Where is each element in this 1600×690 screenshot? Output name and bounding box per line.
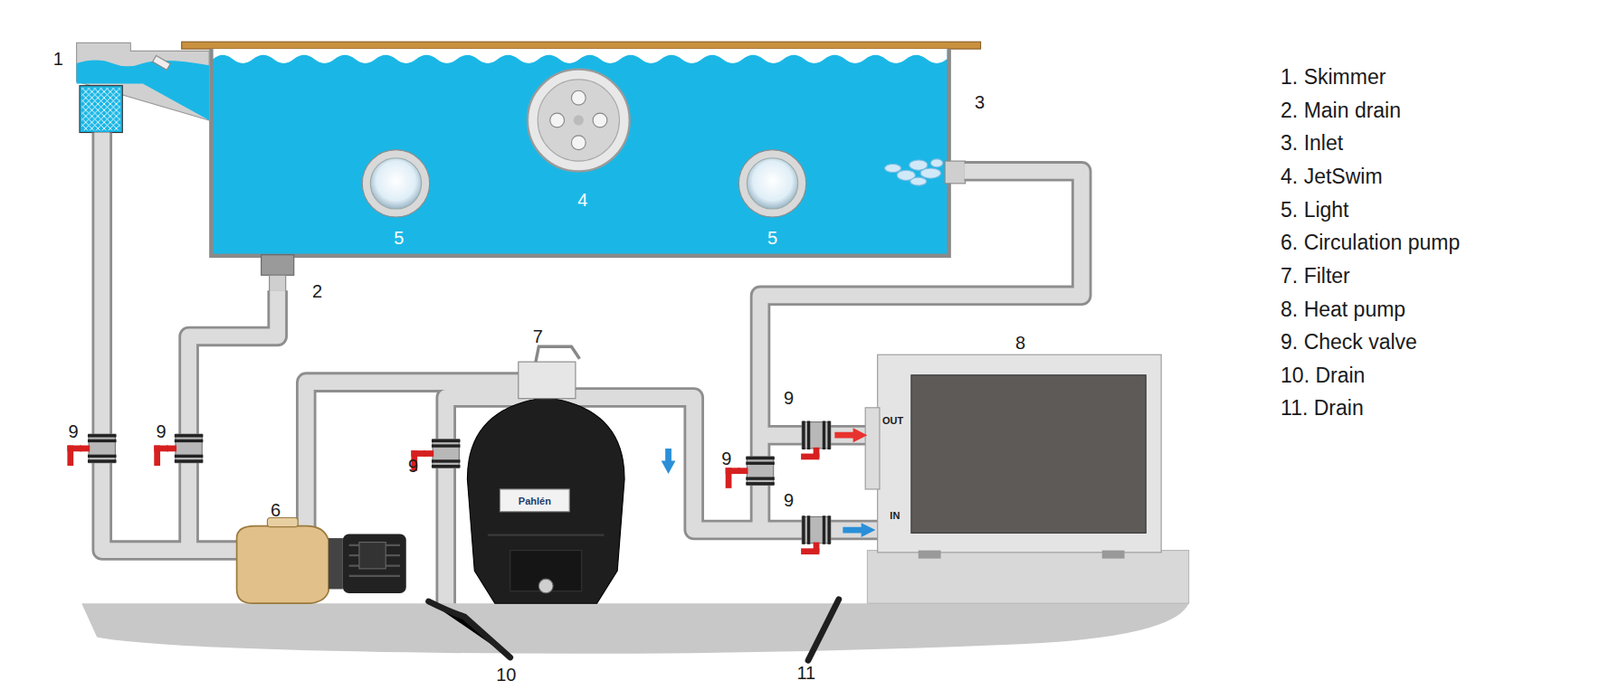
- check-valves: [66, 420, 830, 555]
- check-valve: [410, 439, 460, 472]
- pool-wall: [209, 48, 952, 258]
- legend-entry: 2. Main drain: [1280, 99, 1401, 123]
- legend-entry: 11. Drain: [1280, 397, 1364, 420]
- pool-light: [738, 150, 806, 218]
- callout-number: 1: [53, 48, 64, 69]
- legend-entry: 1. Skimmer: [1280, 66, 1386, 89]
- skimmer-flap: [152, 55, 172, 70]
- legend-entry: 10. Drain: [1280, 364, 1365, 388]
- main-drain: [261, 255, 295, 277]
- legend-entry: 9. Check valve: [1280, 331, 1418, 354]
- skimmer-basket: [79, 85, 123, 134]
- port-label: OUT: [882, 415, 904, 427]
- legend-entry: 7. Filter: [1280, 265, 1351, 288]
- callout-number: 8: [1015, 333, 1026, 353]
- jetswim-unit: [527, 69, 630, 172]
- legend-entry: 5. Light: [1280, 199, 1349, 222]
- callout-number: 4: [577, 190, 588, 210]
- inlet-fitting: [944, 161, 966, 184]
- callout-number: 9: [783, 490, 794, 511]
- legend-entry: 8. Heat pump: [1280, 298, 1406, 322]
- callout-number: 6: [270, 500, 281, 521]
- pool-water: [213, 48, 948, 255]
- callout-number: 9: [156, 421, 167, 442]
- callout-number: 2: [312, 281, 323, 302]
- callout-number: 3: [974, 92, 985, 113]
- callout-number: 9: [783, 388, 794, 409]
- sand-filter: [466, 346, 625, 604]
- flow-arrow: [842, 523, 876, 538]
- check-valve: [725, 457, 775, 489]
- ground: [81, 603, 1189, 655]
- callout-number: 7: [533, 326, 543, 347]
- callout-number: 10: [495, 665, 516, 686]
- legend-entry: 6. Circulation pump: [1280, 231, 1460, 255]
- circulation-pump: [237, 518, 407, 605]
- callout-number: 9: [68, 421, 79, 442]
- heat-pump: [865, 354, 1162, 559]
- water-surface: [213, 48, 948, 64]
- skimmer-basket-mesh: [81, 87, 121, 131]
- callout-number: 9: [408, 456, 419, 477]
- callout-number: 5: [393, 228, 404, 248]
- flow-arrow: [661, 448, 677, 475]
- pool-light: [361, 150, 429, 218]
- pool-deck: [181, 41, 981, 49]
- drain-line: [428, 600, 839, 662]
- legend-entry: 3. Inlet: [1280, 132, 1343, 155]
- legend-entry: 4. JetSwim: [1280, 165, 1382, 189]
- brand-logo: Pahlén: [518, 495, 552, 507]
- main-drain-neck: [269, 275, 286, 292]
- check-valve: [800, 515, 831, 555]
- check-valve: [800, 420, 831, 460]
- callout-number: 5: [767, 228, 778, 248]
- inlet-bubbles: [885, 159, 943, 186]
- flow-arrow: [834, 428, 867, 443]
- callout-number: 11: [796, 663, 816, 684]
- callout-number: 9: [721, 448, 732, 469]
- heat-pump-base: [866, 551, 1189, 605]
- port-label: IN: [889, 510, 900, 522]
